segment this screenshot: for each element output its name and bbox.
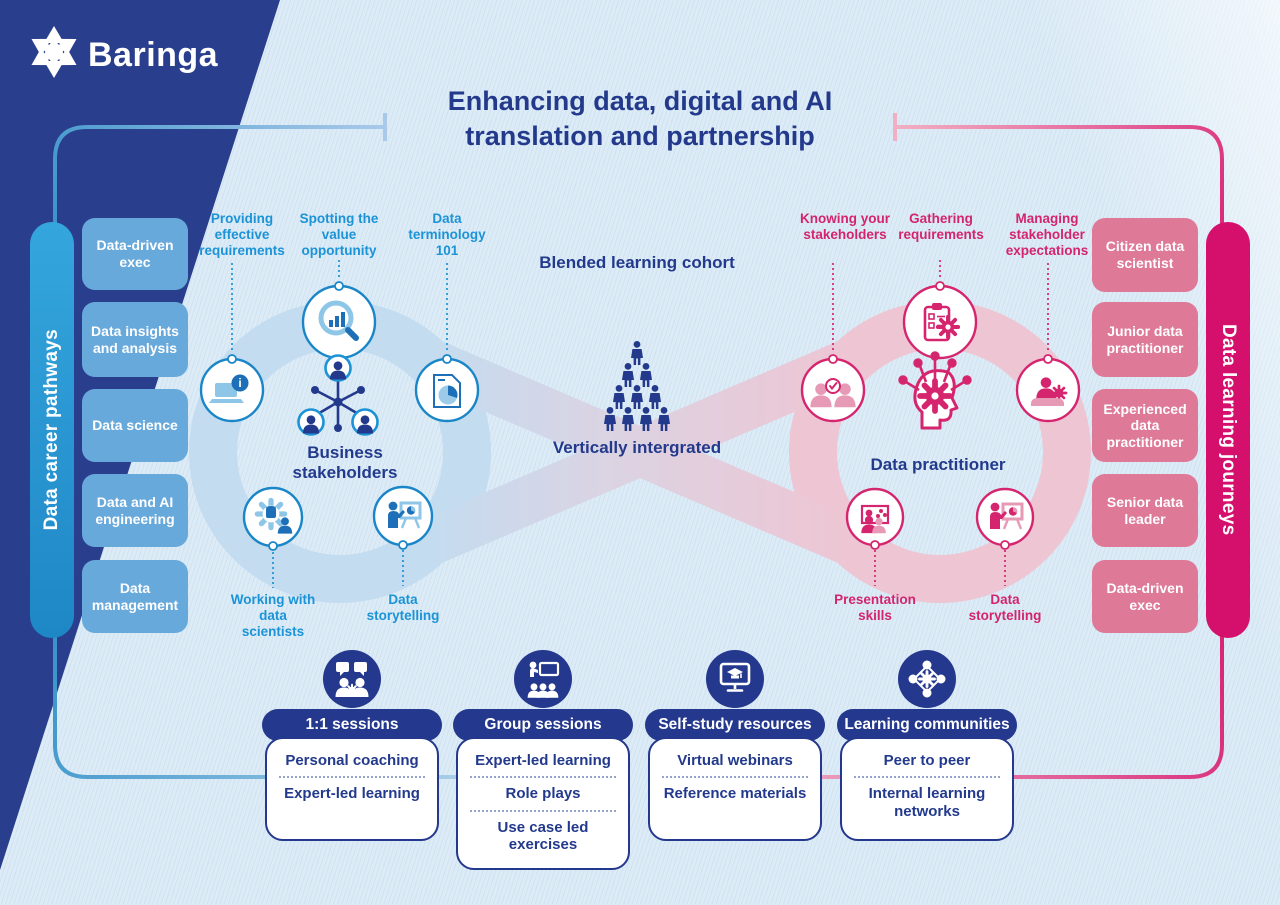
frame-brackets <box>53 113 1224 779</box>
career-box: Data and AI engineering <box>82 474 188 547</box>
pink-topic-label: Presentation skills <box>834 592 916 624</box>
document-pie-icon <box>414 354 480 423</box>
dotted-divider <box>469 776 617 779</box>
data-learning-journeys-pill: Data learning journeys <box>1206 222 1250 638</box>
group-item: Expert-led learning <box>475 752 611 769</box>
handshake-check-icon <box>800 354 866 423</box>
dotted-divider <box>661 776 809 779</box>
elearning-monitor-icon <box>706 650 764 708</box>
group-card: Peer to peer Internal learning networks <box>840 737 1014 841</box>
group-header-1-1-sessions: 1:1 sessions <box>262 709 442 741</box>
head-gear-icon <box>898 351 972 430</box>
pink-topic-label: Data storytelling <box>968 592 1042 624</box>
group-item: Expert-led learning <box>284 785 420 803</box>
presenter-board-icon <box>372 485 434 550</box>
dotted-connector <box>231 260 448 588</box>
blue-topic-label: Data terminology 101 <box>408 211 486 259</box>
blue-topic-label: Providing effective requirements <box>199 211 285 259</box>
career-box: Data management <box>82 560 188 633</box>
brand-wordmark: Baringa <box>88 36 219 74</box>
group-item: Personal coaching <box>285 752 419 769</box>
group-card: Personal coaching Expert-led learning <box>265 737 439 841</box>
people-network-icon <box>297 354 379 436</box>
group-header-self-study: Self-study resources <box>645 709 825 741</box>
group-item: Use case led exercises <box>497 818 589 853</box>
group-item: Virtual webinars <box>677 752 793 769</box>
community-network-icon <box>898 650 956 708</box>
journey-box: Experienced data practitioner <box>1092 389 1198 462</box>
data-career-pathways-pill: Data career pathways <box>30 222 74 638</box>
group-item: Peer to peer <box>883 752 971 769</box>
journey-box: Citizen data scientist <box>1092 218 1198 292</box>
laptop-info-icon: i <box>199 354 265 423</box>
pink-topic-label: Knowing your stakeholders <box>800 211 890 243</box>
career-box: Data science <box>82 389 188 462</box>
svg-text:i: i <box>238 376 241 390</box>
vertically-integrated-label: Vertically intergrated <box>552 438 722 457</box>
data-practitioner-label: Data practitioner <box>870 455 1006 474</box>
blue-topic-label: Working with data scientists <box>230 592 316 640</box>
baringa-logo-icon <box>31 26 77 78</box>
group-header-group-sessions: Group sessions <box>453 709 633 741</box>
group-header-learning-communities: Learning communities <box>837 709 1017 741</box>
page-title: Enhancing data, digital and AI translati… <box>447 86 833 152</box>
people-pyramid-icon <box>604 341 670 431</box>
dotted-connector <box>832 260 1049 586</box>
group-card: Expert-led learning Role plays Use case … <box>456 737 630 870</box>
group-item: Internal learning networks <box>868 785 986 820</box>
loop-cross-arm <box>406 338 874 566</box>
presentation-network-icon <box>845 487 905 550</box>
pink-topic-label: Gathering requirements <box>898 211 984 243</box>
journey-box: Senior data leader <box>1092 474 1198 547</box>
group-item: Role plays <box>505 785 581 803</box>
business-stakeholders-label: Business stakeholders <box>292 443 398 483</box>
pink-topic-label: Managing stakeholder expectations <box>1005 211 1089 259</box>
group-card: Virtual webinars Reference materials <box>648 737 822 841</box>
journey-box: Junior data practitioner <box>1092 302 1198 377</box>
presenter-pie-icon <box>975 487 1035 550</box>
career-box: Data insights and analysis <box>82 302 188 377</box>
career-box: Data-driven exec <box>82 218 188 290</box>
clipboard-gear-icon <box>902 281 978 360</box>
dotted-divider <box>853 776 1001 779</box>
blue-topic-label: Data storytelling <box>366 592 440 624</box>
dotted-divider <box>278 776 426 779</box>
group-item: Reference materials <box>663 785 807 803</box>
journey-box: Data-driven exec <box>1092 560 1198 633</box>
gear-database-icon <box>242 486 304 551</box>
hand-person-icon <box>1015 354 1081 423</box>
blue-topic-label: Spotting the value opportunity <box>299 211 379 259</box>
dotted-divider <box>469 809 617 812</box>
blended-learning-cohort-label: Blended learning cohort <box>539 253 735 272</box>
group-training-icon <box>514 650 572 708</box>
chat-coaching-icon <box>323 650 381 708</box>
magnifier-chart-icon <box>301 281 377 360</box>
